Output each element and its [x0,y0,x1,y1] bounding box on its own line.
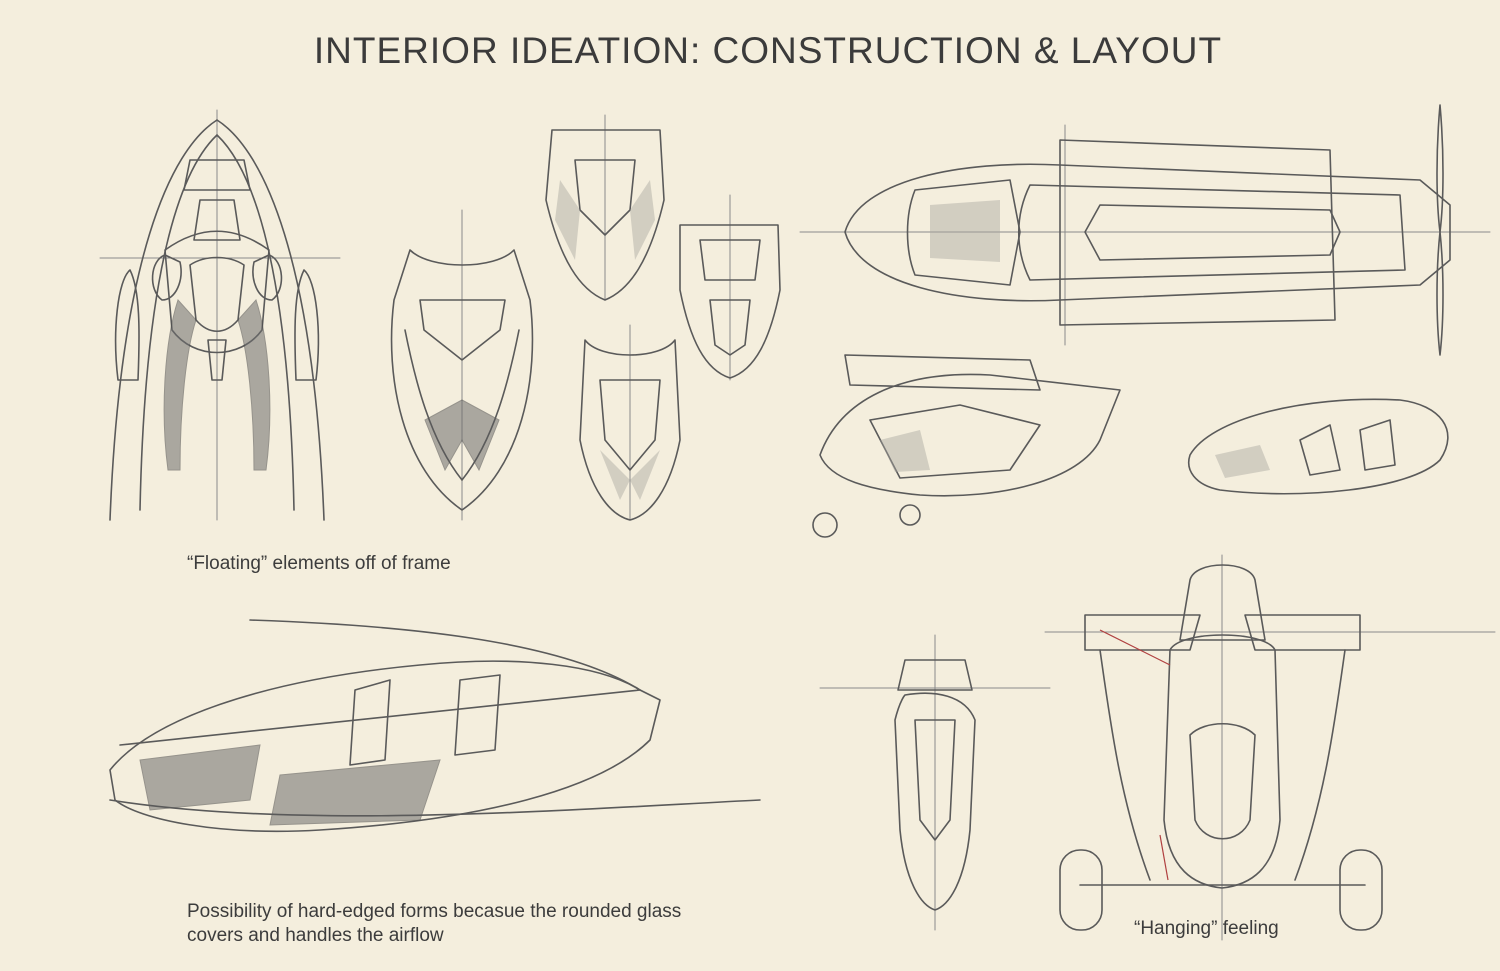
sketch-perspective-cage [812,354,1121,538]
sketch-perspective-seats [1188,398,1449,495]
sketch-front-view-small [819,634,1051,931]
caption-hard-edged: Possibility of hard-edged forms becasue … [187,901,682,946]
sketch-plan-view-vehicle [799,104,1491,356]
sketch-top-view-frame [99,109,341,521]
sketch-front-shell [390,209,534,521]
sketch-small-shell-upper [545,114,665,301]
caption-floating: “Floating” elements off of frame [187,553,451,574]
sketch-small-shell-lower [579,324,681,521]
page-title: INTERIOR IDEATION: CONSTRUCTION & LAYOUT [313,30,1223,71]
sketch-small-shell-right [679,194,781,381]
sketch-hard-edged-frame [109,619,761,833]
caption-hanging: “Hanging” feeling [1134,918,1279,939]
sketch-hanging-front-view [1044,554,1496,941]
